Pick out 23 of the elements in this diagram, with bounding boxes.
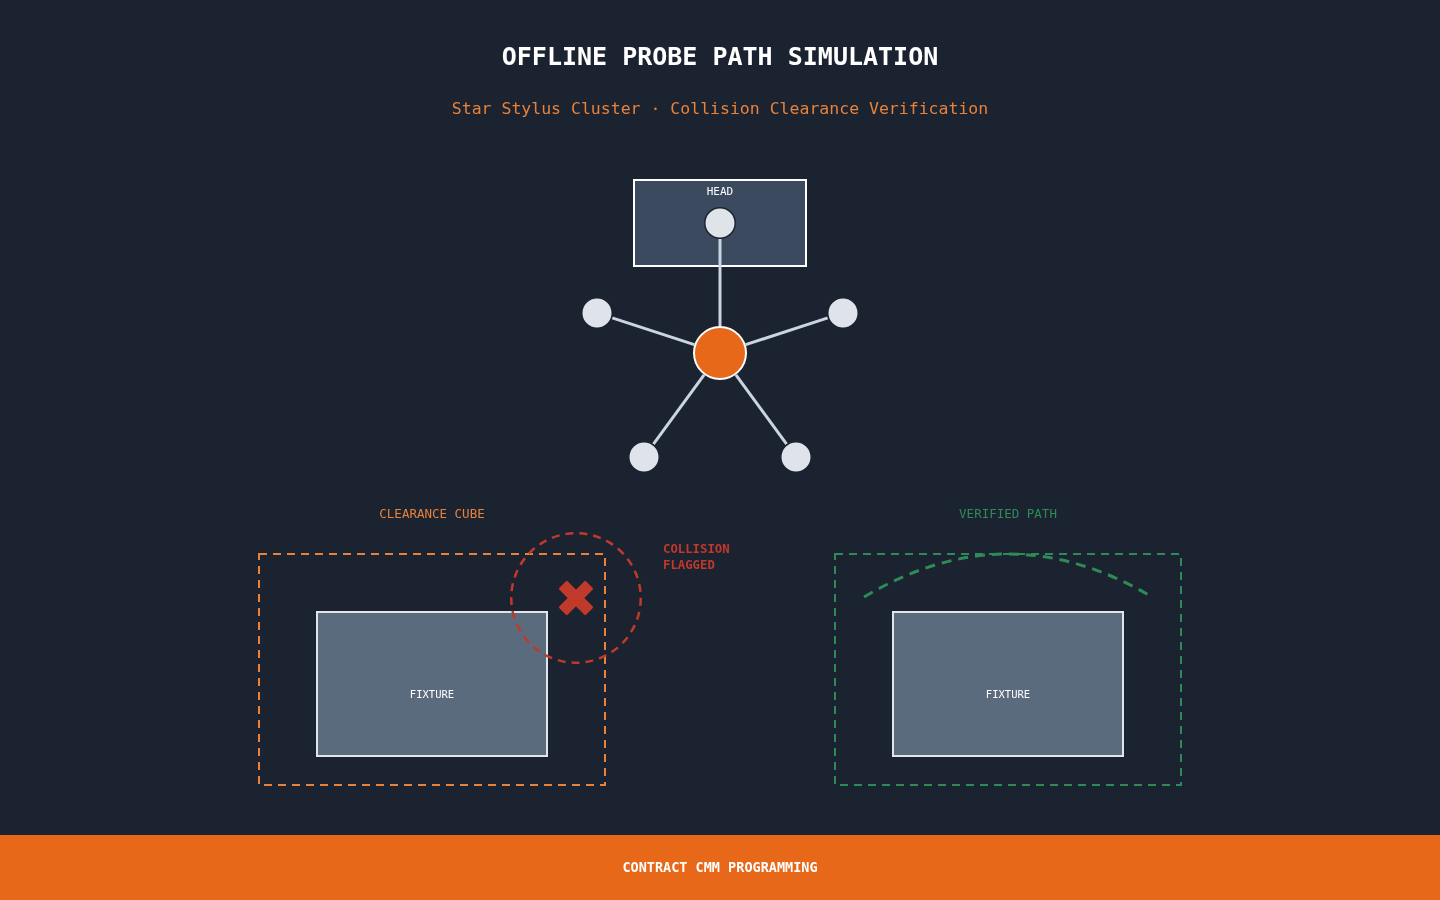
fixture-label: FIXTURE [985, 687, 1031, 701]
head-label: HEAD [706, 185, 734, 199]
stylus-stem [718, 239, 722, 326]
collision-note: COLLISION FLAGGED [663, 541, 730, 573]
stylus-stem [745, 316, 829, 347]
stylus-hub [693, 326, 747, 380]
subtitle: Star Stylus Cluster · Collision Clearance Verification [451, 99, 989, 119]
stylus-stem [652, 373, 706, 445]
zone-heading: CLEARANCE CUBE [379, 506, 485, 521]
stylus-tip [827, 297, 859, 329]
stylus-tip [628, 441, 660, 473]
fixture-block [316, 611, 548, 757]
stylus-stem [611, 316, 695, 347]
stylus-tip [581, 297, 613, 329]
stylus-tip [780, 441, 812, 473]
stylus-stem [734, 373, 788, 445]
fixture-block [892, 611, 1124, 757]
probe-head-box [633, 179, 807, 267]
footer-text: CONTRACT CMM PROGRAMMING [622, 858, 818, 876]
title: OFFLINE PROBE PATH SIMULATION [501, 42, 939, 72]
stylus-tip [704, 207, 736, 239]
fixture-label: FIXTURE [409, 687, 455, 701]
zone-heading: VERIFIED PATH [959, 506, 1057, 521]
